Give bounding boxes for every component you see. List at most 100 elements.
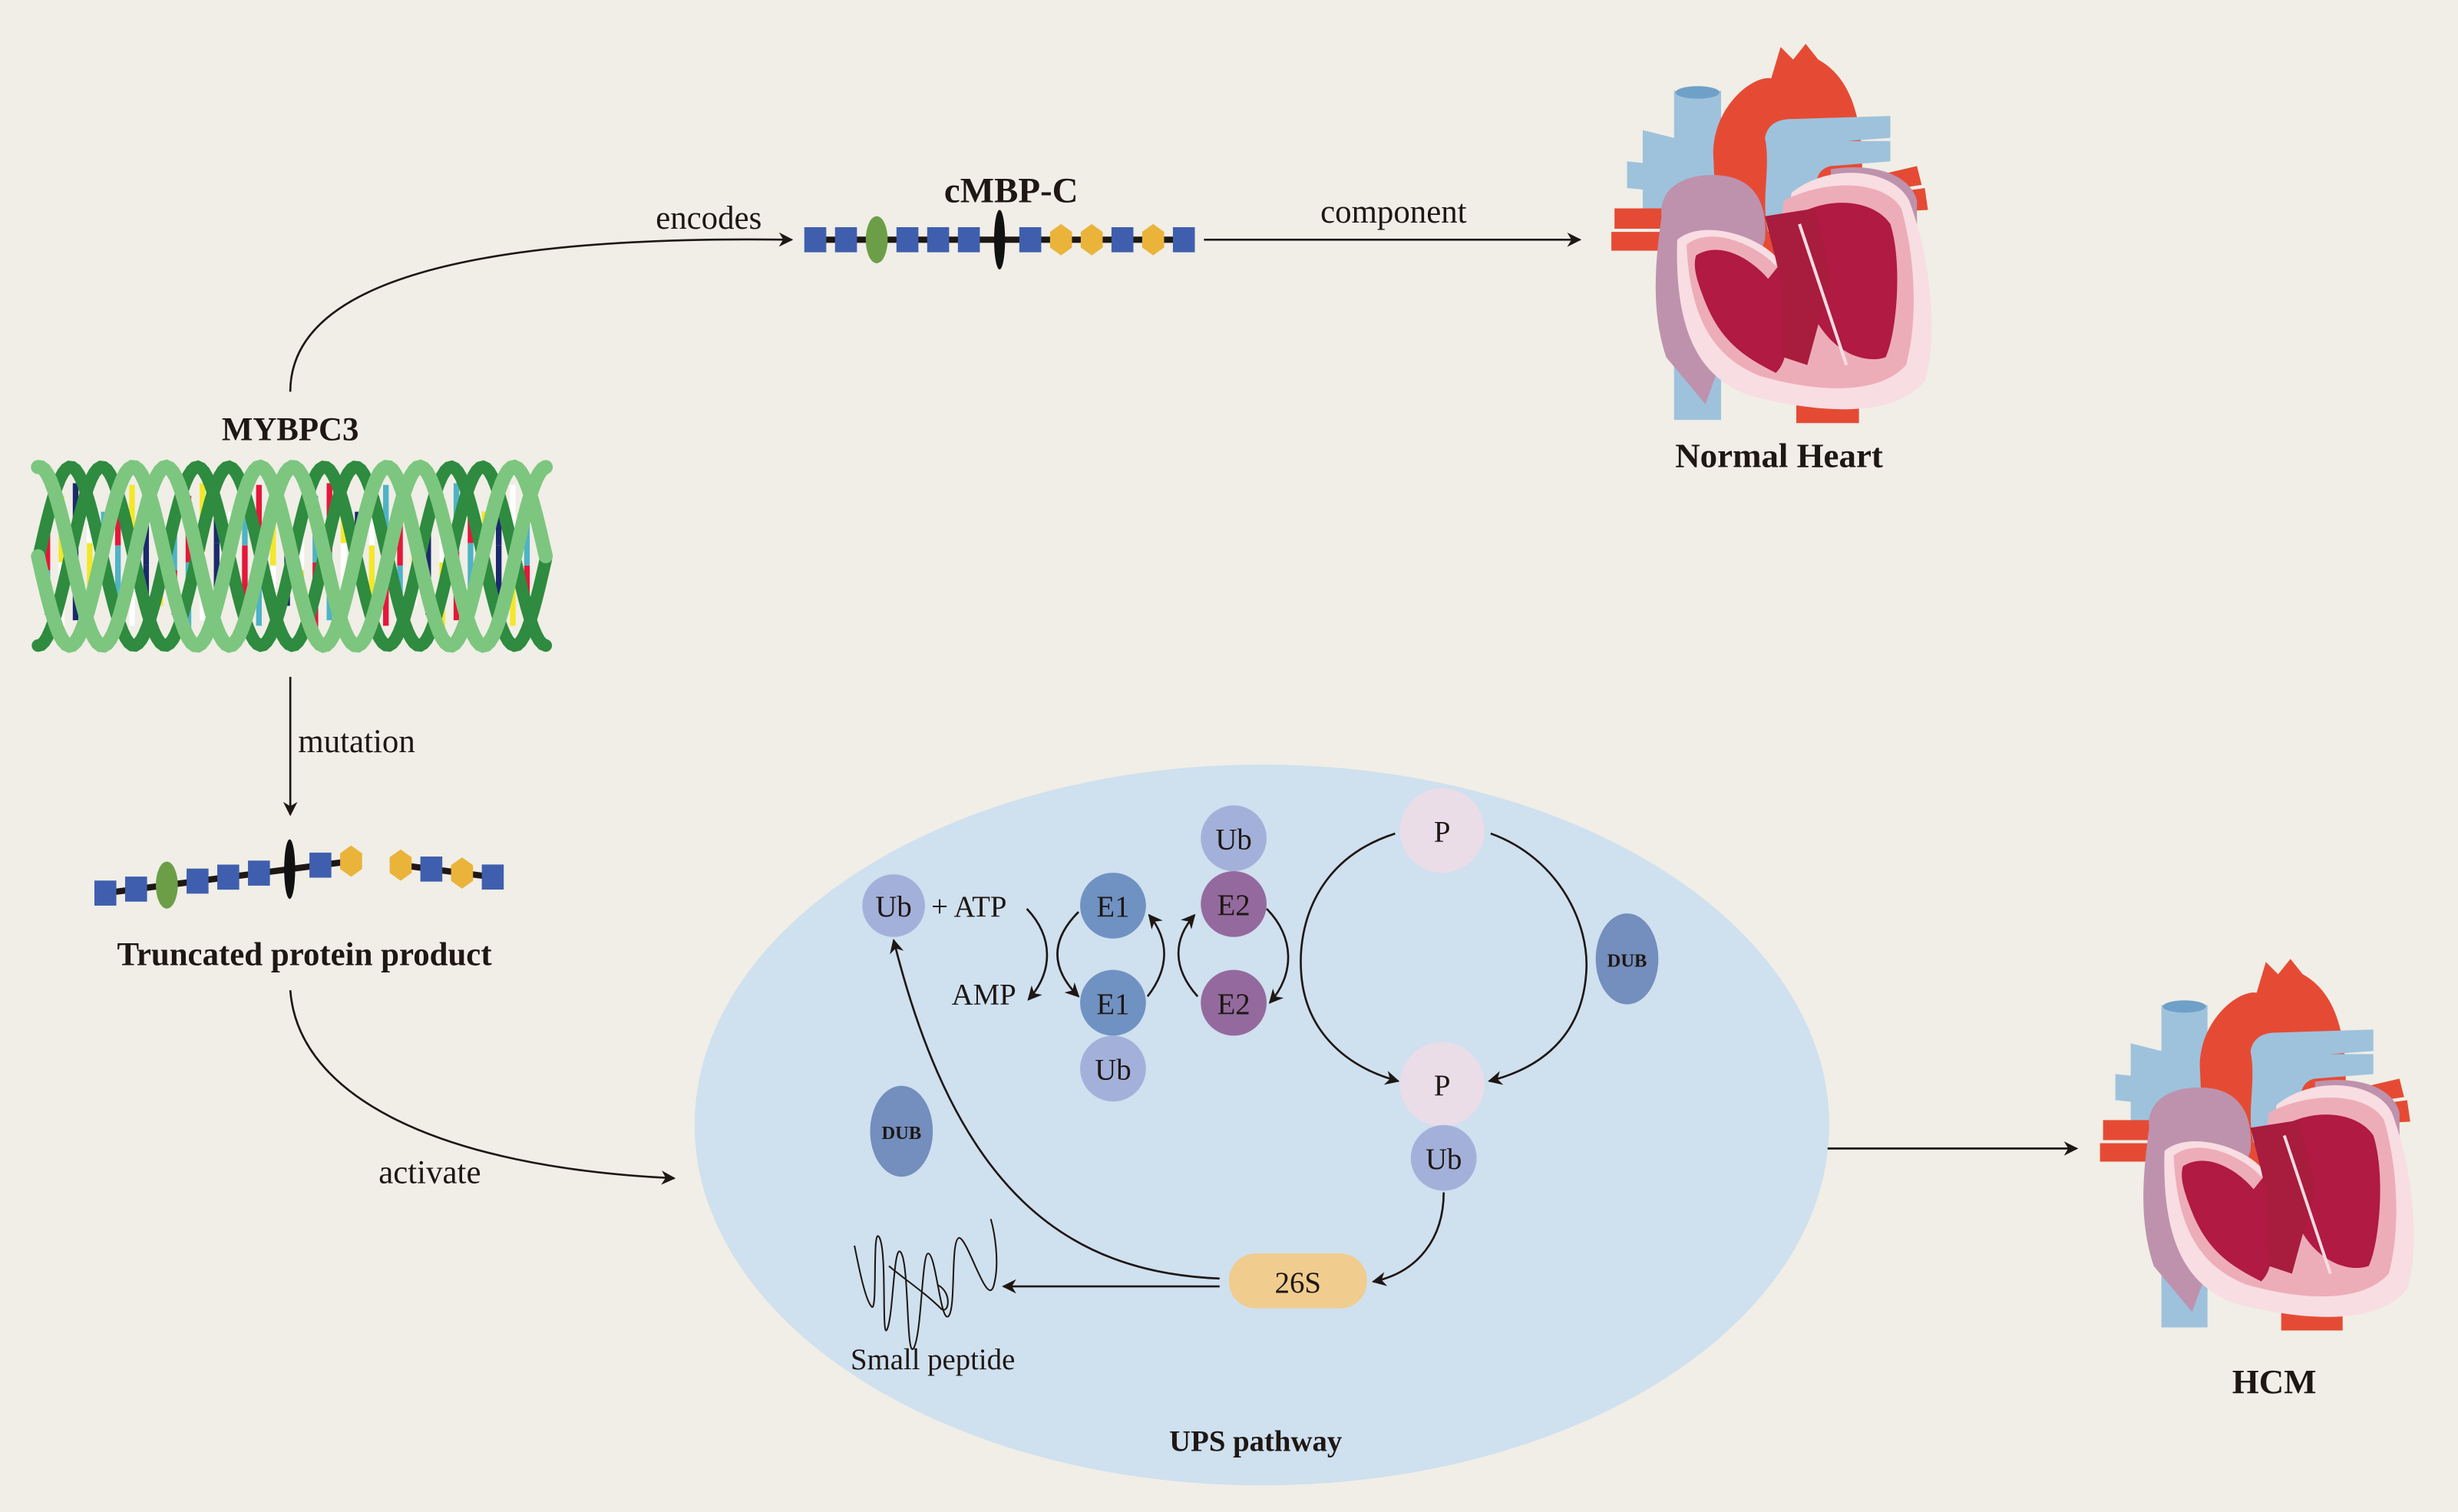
ub-to-proteasome-arrow: [1371, 1192, 1445, 1286]
p-bottom-node: [1399, 1042, 1485, 1127]
p-ub-label: Ub: [1426, 1143, 1462, 1176]
e1-top-node: [1080, 873, 1146, 939]
base-pair: [340, 543, 347, 593]
gene-label: MYBPC3: [222, 412, 359, 448]
activate-label: activate: [378, 1154, 481, 1190]
p-top-label: P: [1434, 815, 1451, 848]
normal-heart-label: Normal Heart: [1675, 436, 1883, 474]
e1-bottom-node: [1080, 969, 1146, 1036]
e2-top-node: [1201, 871, 1267, 937]
e2-bottom-node: [1201, 969, 1267, 1036]
e1-top-label: E1: [1096, 890, 1129, 923]
ig-domain-square: [309, 852, 332, 878]
m-motif-ellipse: [284, 839, 296, 900]
component-label: component: [1320, 194, 1467, 230]
atp-to-amp-arrow: [1026, 908, 1049, 1001]
protein-label: cMBP-C: [944, 170, 1079, 210]
ig-domain-square: [957, 227, 980, 253]
base-pair: [383, 484, 389, 556]
ig-domain-square: [481, 864, 504, 890]
dna-strand: [31, 459, 553, 653]
ig-domain-square: [248, 860, 270, 886]
ig-domain-square: [94, 880, 117, 906]
dna-helix-icon: [31, 459, 553, 653]
e2-transfer-arrow: [1177, 913, 1199, 998]
small-peptide-icon: [854, 1218, 998, 1350]
base-pair: [496, 545, 502, 603]
dub-left-node: [870, 1085, 933, 1177]
e2-bottom-label: E2: [1217, 988, 1250, 1021]
dub-right-label: DUB: [1607, 951, 1647, 972]
atp-label: + ATP: [931, 890, 1006, 923]
ig-domain-square: [125, 876, 147, 902]
e1-ub-label: Ub: [1095, 1054, 1131, 1087]
base-pair: [298, 525, 305, 570]
septum-line: [1798, 223, 1848, 366]
base-pair: [87, 543, 93, 593]
c0-domain-ellipse: [156, 861, 178, 909]
base-pair: [213, 543, 220, 593]
small-peptide-label: Small peptide: [851, 1343, 1015, 1376]
protein-domain-chain: [804, 210, 1195, 270]
p-ub-node: [1410, 1124, 1477, 1191]
base-pair: [510, 484, 516, 556]
base-pair: [467, 543, 474, 593]
c0-domain-ellipse: [865, 216, 888, 263]
ig-domain-square: [896, 227, 919, 253]
base-pair: [425, 525, 431, 570]
e2-ub-label: Ub: [1215, 823, 1251, 856]
ub-free-node: [862, 874, 925, 937]
amp-label: AMP: [952, 979, 1016, 1012]
fn3-domain-hexagon: [340, 845, 362, 877]
ig-domain-square: [834, 227, 857, 253]
base-pair: [368, 545, 375, 603]
mutation-label: mutation: [298, 724, 415, 760]
septum-chamber: [2250, 1120, 2315, 1274]
fn3-domain-hexagon: [1049, 223, 1072, 256]
e1-bottom-label: E1: [1096, 988, 1129, 1021]
ups-ellipse: [694, 764, 1829, 1486]
ig-domain-square: [187, 868, 209, 894]
hcm-label: HCM: [2232, 1362, 2317, 1401]
e1-activation-arrow: [1056, 911, 1080, 998]
fn3-domain-hexagon: [1141, 223, 1165, 256]
dna-strand: [31, 459, 553, 653]
fn3-domain-hexagon: [389, 849, 412, 881]
ig-domain-square: [217, 864, 240, 890]
encodes-arrow: [289, 232, 794, 392]
ups-pathway-title: UPS pathway: [1169, 1425, 1342, 1458]
septum-line: [2282, 1134, 2332, 1275]
e2-ub-node: [1201, 805, 1267, 872]
encodes-label: encodes: [656, 200, 762, 236]
dub-left-label: DUB: [881, 1123, 921, 1144]
base-pair: [171, 525, 177, 570]
proteasome-label: 26S: [1275, 1266, 1321, 1299]
p-bottom-label: P: [1434, 1069, 1451, 1102]
ig-domain-square: [804, 227, 827, 253]
ub-recycle-arrow: [890, 939, 1220, 1280]
fn3-domain-hexagon: [451, 857, 474, 889]
e2-to-e2-arrow: [1266, 908, 1290, 1004]
activate-arrow: [289, 990, 676, 1185]
deubiquitination-arrow: [1488, 832, 1588, 1085]
ig-domain-square: [1172, 227, 1195, 253]
base-pair: [45, 525, 51, 570]
base-pair: [114, 545, 121, 603]
septum-chamber: [1765, 208, 1831, 365]
ups-pathway-region: Ub + ATP AMP E1 E1 Ub Ub E2 E2 P P Ub: [694, 764, 1829, 1486]
ig-domain-square: [1111, 227, 1134, 253]
base-pair: [242, 545, 248, 603]
ub-free-label: Ub: [875, 890, 911, 923]
ig-domain-square: [927, 227, 950, 253]
m-motif-ellipse: [993, 210, 1006, 270]
vessel-opening: [2162, 1000, 2206, 1013]
right-ventricle: [2182, 1160, 2277, 1282]
ubiquitination-arrow: [1300, 832, 1400, 1085]
e2-top-label: E2: [1217, 889, 1250, 922]
normal-heart-icon: [1611, 44, 1932, 424]
hcm-heart-icon: [2100, 959, 2414, 1331]
base-pair: [256, 484, 263, 556]
right-ventricle: [1694, 249, 1792, 373]
vessel-opening: [1675, 86, 1720, 99]
